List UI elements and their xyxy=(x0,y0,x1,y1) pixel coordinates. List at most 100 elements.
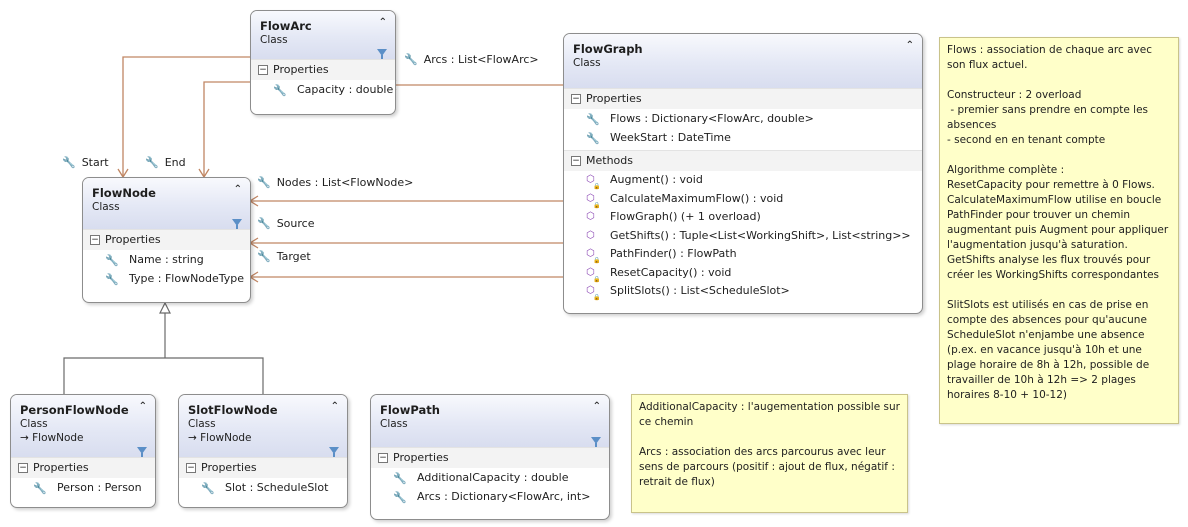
class-name: FlowNode xyxy=(92,186,156,200)
filter-icon[interactable] xyxy=(377,49,387,59)
section-label: Properties xyxy=(105,233,161,246)
class-kind: Class xyxy=(573,57,601,69)
member-row[interactable]: 🔧Slot : ScheduleSlot xyxy=(179,478,347,497)
class-flowgraph[interactable]: FlowGraph Class ⌃ − Properties 🔧 Flows : … xyxy=(563,33,923,314)
collapse-icon[interactable]: ⌃ xyxy=(330,401,339,412)
association-text: Target xyxy=(276,250,311,263)
class-name: FlowGraph xyxy=(573,42,643,56)
collapse-section-icon[interactable]: − xyxy=(378,453,388,463)
class-kind: Class xyxy=(92,201,120,213)
wrench-icon: 🔧 xyxy=(404,53,418,66)
collapse-section-icon[interactable]: − xyxy=(186,463,196,473)
class-header: FlowPath Class ⌃ xyxy=(371,395,609,447)
arcs-association-label[interactable]: 🔧 Arcs : List<FlowArc> xyxy=(404,53,539,66)
nodes-association-label[interactable]: 🔧 Nodes : List<FlowNode> xyxy=(257,176,413,189)
filter-icon[interactable] xyxy=(232,219,242,229)
section-label: Properties xyxy=(586,92,642,105)
collapse-icon[interactable]: ⌃ xyxy=(233,184,242,195)
wrench-icon: 🔧 xyxy=(257,217,271,230)
start-association-label[interactable]: 🔧Start xyxy=(62,156,109,169)
collapse-icon[interactable]: ⌃ xyxy=(905,40,914,51)
class-flowpath[interactable]: FlowPath Class ⌃ − Properties 🔧 Additiona… xyxy=(370,394,610,520)
filter-icon[interactable] xyxy=(591,437,601,447)
class-kind: Class xyxy=(188,418,216,430)
collapse-section-icon[interactable]: − xyxy=(571,94,581,104)
collapse-icon[interactable]: ⌃ xyxy=(138,401,147,412)
class-flownode[interactable]: FlowNode Class ⌃ − Properties 🔧 Name : st… xyxy=(82,177,251,303)
inheritance-branches xyxy=(63,357,264,394)
source-association-label[interactable]: 🔧 Source xyxy=(257,217,314,230)
member-text: Name : string xyxy=(129,253,204,266)
member-text: CalculateMaximumFlow() : void xyxy=(610,191,784,205)
filter-icon[interactable] xyxy=(329,447,339,457)
wrench-icon: 🔧 xyxy=(33,482,47,495)
member-row[interactable]: 🔧Arcs : Dictionary<FlowArc, int> xyxy=(371,487,609,506)
method-row[interactable]: ⬡🔒 PathFinder() : FlowPath xyxy=(564,245,922,264)
collapse-section-icon[interactable]: − xyxy=(18,463,28,473)
member-text: FlowGraph() (+ 1 overload) xyxy=(610,210,761,223)
class-name: FlowPath xyxy=(380,403,440,417)
note-paragraph: Flows : association de chaque arc avec s… xyxy=(947,44,1156,71)
method-icon: ⬡🔒 xyxy=(586,285,601,301)
association-text: Arcs : List<FlowArc> xyxy=(423,53,539,66)
properties-section[interactable]: − Properties xyxy=(179,457,347,478)
method-row[interactable]: ⬡🔒Augment() : void xyxy=(564,171,922,190)
collapse-icon[interactable]: ⌃ xyxy=(592,401,601,412)
method-icon: ⬡🔒 xyxy=(586,248,601,264)
method-row[interactable]: ⬡FlowGraph() (+ 1 overload) xyxy=(564,208,922,227)
association-text: Nodes : List<FlowNode> xyxy=(276,176,414,189)
collapse-section-icon[interactable]: − xyxy=(258,65,268,75)
wrench-icon: 🔧 xyxy=(273,84,287,97)
note-paragraph: SlitSlots est utilisés en cas de prise e… xyxy=(947,299,1153,401)
wrench-icon: 🔧 xyxy=(393,491,407,504)
member-row[interactable]: 🔧Person : Person xyxy=(11,478,155,497)
class-name: PersonFlowNode xyxy=(20,403,129,417)
collapse-section-icon[interactable]: − xyxy=(90,235,100,245)
association-text: End xyxy=(164,156,186,169)
class-flowarc[interactable]: FlowArc Class ⌃ − Properties 🔧 Capacity … xyxy=(250,10,396,115)
wrench-icon: 🔧 xyxy=(393,472,407,485)
target-association-label[interactable]: 🔧Target xyxy=(257,250,311,263)
end-association-label[interactable]: 🔧End xyxy=(145,156,186,169)
wrench-icon: 🔧 xyxy=(586,113,600,126)
method-icon: ⬡🔒 xyxy=(586,266,601,283)
class-personflownode[interactable]: PersonFlowNode Class → FlowNode ⌃ − Prop… xyxy=(10,394,156,508)
member-row[interactable]: 🔧Type : FlowNodeType xyxy=(83,269,250,288)
properties-section[interactable]: − Properties xyxy=(83,229,250,250)
methods-section[interactable]: − Methods xyxy=(564,150,922,171)
class-header: FlowGraph Class ⌃ xyxy=(564,34,922,88)
member-text: Capacity : double xyxy=(297,83,394,96)
collapse-icon[interactable]: ⌃ xyxy=(378,17,387,28)
wrench-icon: 🔧 xyxy=(105,254,119,267)
member-text: PathFinder() : FlowPath xyxy=(610,247,737,260)
collapse-section-icon[interactable]: − xyxy=(571,156,581,166)
member-text: AdditionalCapacity : double xyxy=(417,471,569,484)
member-text: Type : FlowNodeType xyxy=(129,272,245,285)
properties-section[interactable]: − Properties xyxy=(251,59,395,80)
wrench-icon: 🔧 xyxy=(257,176,271,189)
method-row[interactable]: ⬡GetShifts() : Tuple<List<WorkingShift>,… xyxy=(564,227,922,246)
properties-section[interactable]: − Properties xyxy=(564,88,922,109)
member-row[interactable]: 🔧 Capacity : double xyxy=(251,80,395,99)
method-row[interactable]: ⬡🔒CalculateMaximumFlow() : void xyxy=(564,190,922,209)
member-row[interactable]: 🔧WeekStart : DateTime xyxy=(564,128,922,147)
end-association-line xyxy=(203,81,250,177)
member-row[interactable]: 🔧 Flows : Dictionary<FlowArc, double> xyxy=(564,109,922,128)
comment-note-flowpath[interactable]: AdditionalCapacity : l'augementation pos… xyxy=(631,394,908,513)
association-text: Source xyxy=(276,217,315,230)
filter-icon[interactable] xyxy=(137,447,147,457)
member-row[interactable]: 🔧 AdditionalCapacity : double xyxy=(371,468,609,487)
class-slotflownode[interactable]: SlotFlowNode Class → FlowNode ⌃ − Proper… xyxy=(178,394,348,508)
note-paragraph: AdditionalCapacity : l'augementation pos… xyxy=(639,401,904,428)
member-text: Augment() : void xyxy=(610,173,703,186)
comment-note-flowgraph[interactable]: Flows : association de chaque arc avec s… xyxy=(939,37,1179,424)
member-text: Flows : Dictionary<FlowArc, double> xyxy=(610,112,814,125)
method-row[interactable]: ⬡🔒ResetCapacity() : void xyxy=(564,264,922,283)
method-row[interactable]: ⬡🔒SplitSlots() : List<ScheduleSlot> xyxy=(564,282,922,301)
wrench-icon: 🔧 xyxy=(62,156,76,169)
member-text: GetShifts() : Tuple<List<WorkingShift>, … xyxy=(610,228,911,242)
note-paragraph: Algorithme complète : ResetCapacity pour… xyxy=(947,164,1169,281)
member-row[interactable]: 🔧 Name : string xyxy=(83,250,250,269)
properties-section[interactable]: − Properties xyxy=(11,457,155,478)
properties-section[interactable]: − Properties xyxy=(371,447,609,468)
